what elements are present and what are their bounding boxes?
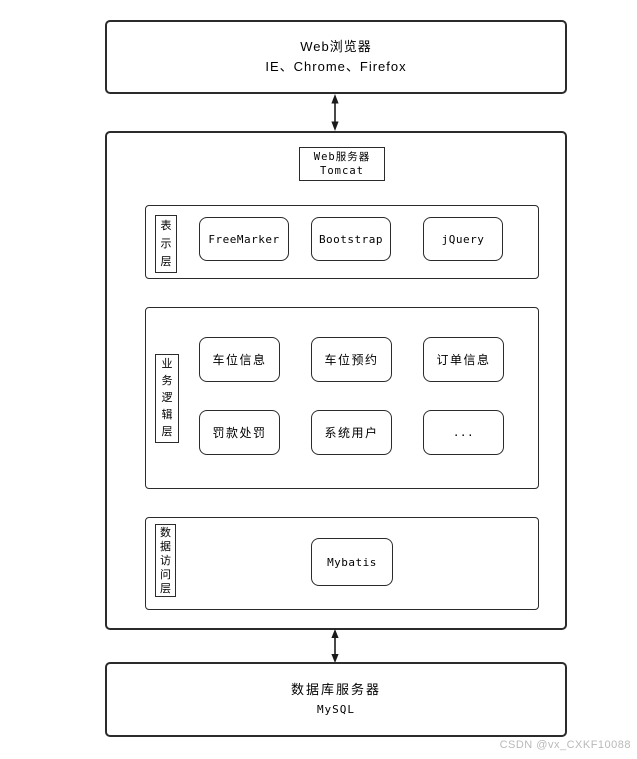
double-arrow-icon	[331, 629, 339, 663]
data-access-layer-label: 数据访问层	[155, 524, 176, 597]
component-jquery: jQuery	[423, 217, 503, 261]
component-mybatis-label: Mybatis	[327, 555, 377, 569]
web-browser-title: Web浏览器	[300, 39, 372, 54]
database-server-subtitle: MySQL	[316, 702, 356, 716]
database-server-box: 数据库服务器 MySQL	[105, 662, 567, 737]
component-ellipsis: ...	[423, 410, 504, 455]
component-bootstrap-label: Bootstrap	[318, 232, 384, 246]
component-bootstrap: Bootstrap	[311, 217, 391, 261]
business-layer-label-text: 业务逻辑层	[161, 358, 173, 438]
web-browser-box: Web浏览器 IE、Chrome、Firefox	[105, 20, 567, 94]
data-access-layer-label-text: 数据访问层	[160, 526, 171, 595]
web-server-subtitle: Tomcat	[320, 165, 364, 177]
web-server-container: Web服务器 Tomcat 表示层 FreeMarker Bootstrap j…	[105, 131, 567, 630]
component-parking-info: 车位信息	[199, 337, 280, 382]
component-system-users: 系统用户	[311, 410, 392, 455]
database-server-title: 数据库服务器	[290, 681, 381, 697]
component-parking-info-label: 车位信息	[212, 353, 267, 367]
web-server-title: Web服务器	[313, 151, 371, 163]
component-jquery-label: jQuery	[441, 232, 485, 246]
data-access-layer-section: 数据访问层 Mybatis	[145, 517, 539, 610]
component-system-users-label: 系统用户	[324, 426, 379, 440]
presentation-layer-section: 表示层 FreeMarker Bootstrap jQuery	[145, 205, 539, 279]
presentation-layer-label: 表示层	[155, 215, 177, 273]
web-server-box: Web服务器 Tomcat	[299, 147, 385, 181]
component-parking-reservation-label: 车位预约	[324, 353, 379, 367]
web-browser-subtitle: IE、Chrome、Firefox	[265, 59, 407, 74]
component-mybatis: Mybatis	[311, 538, 393, 586]
double-arrow-icon	[331, 94, 339, 131]
component-order-info: 订单信息	[423, 337, 504, 382]
component-freemarker-label: FreeMarker	[208, 232, 280, 246]
presentation-layer-label-text: 表示层	[160, 220, 172, 268]
business-layer-label: 业务逻辑层	[155, 354, 179, 443]
component-freemarker: FreeMarker	[199, 217, 289, 261]
component-fine-penalty-label: 罚款处罚	[212, 426, 267, 440]
component-fine-penalty: 罚款处罚	[199, 410, 280, 455]
component-ellipsis-label: ...	[452, 426, 475, 439]
component-parking-reservation: 车位预约	[311, 337, 392, 382]
component-order-info-label: 订单信息	[436, 353, 491, 367]
business-layer-section: 业务逻辑层 车位信息 车位预约 订单信息 罚款处罚 系统用户 ...	[145, 307, 539, 489]
watermark-text: CSDN @vx_CXKF10088	[499, 739, 631, 751]
